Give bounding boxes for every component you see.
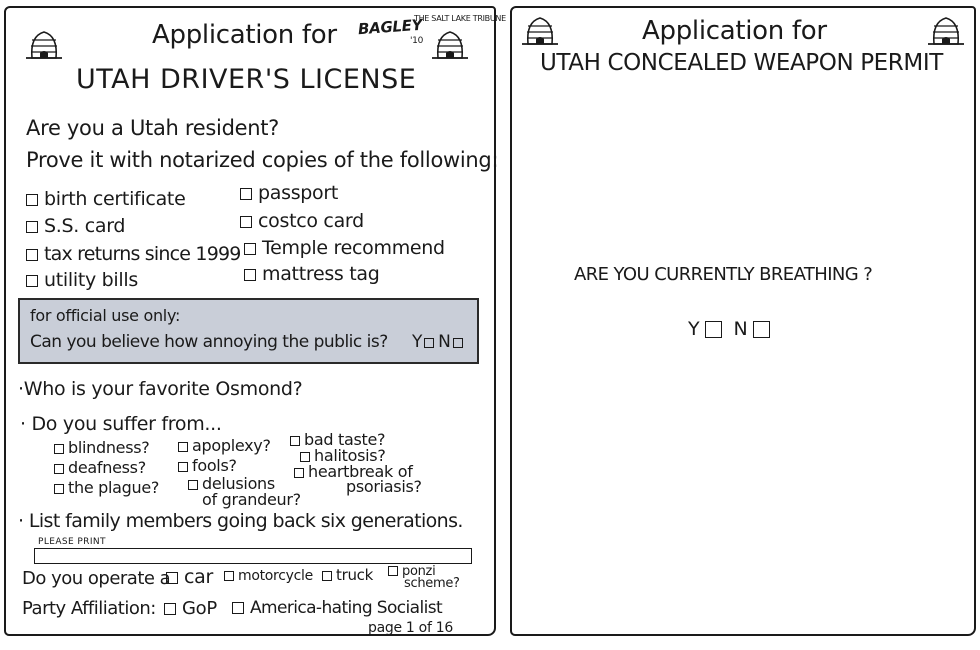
beehive-icon: [430, 28, 470, 62]
ailment-apoplexy[interactable]: apoplexy?: [178, 436, 271, 455]
please-print-label: PLEASE PRINT: [38, 537, 106, 547]
checkbox-yes[interactable]: [705, 321, 723, 338]
checkbox[interactable]: [300, 452, 310, 462]
checkbox[interactable]: [244, 269, 256, 281]
checkbox[interactable]: [388, 566, 398, 576]
form-subtitle: UTAH DRIVER'S LICENSE: [76, 64, 417, 95]
doc-costco-card[interactable]: costco card: [240, 210, 364, 232]
ailment-heartbreak[interactable]: heartbreak of: [294, 462, 413, 481]
question-family: · List family members going back six gen…: [18, 510, 463, 532]
checkbox[interactable]: [294, 468, 304, 478]
checkbox[interactable]: [188, 480, 198, 490]
official-question: Can you believe how annoying the public …: [30, 332, 388, 352]
ailment-delusions-line2: of grandeur?: [202, 490, 301, 509]
party-label: Party Affiliation:: [22, 598, 156, 619]
doc-birth-certificate[interactable]: birth certificate: [26, 188, 186, 210]
ailment-plague[interactable]: the plague?: [54, 478, 159, 497]
checkbox[interactable]: [26, 194, 38, 206]
checkbox[interactable]: [178, 462, 188, 472]
checkbox[interactable]: [26, 275, 38, 287]
question-resident: Are you a Utah resident?: [26, 116, 280, 140]
vehicle-truck[interactable]: truck: [322, 566, 373, 584]
question-operate: Do you operate a: [22, 568, 171, 589]
artist-signature: BAGLEY: [357, 15, 423, 39]
question-osmond: ·Who is your favorite Osmond?: [18, 378, 303, 400]
breathing-answer: Y N: [688, 318, 771, 340]
checkbox[interactable]: [54, 484, 64, 494]
checkbox[interactable]: [240, 216, 252, 228]
beehive-icon: [926, 14, 966, 48]
checkbox[interactable]: [166, 572, 178, 584]
vehicle-ponzi[interactable]: ponzi: [388, 564, 436, 579]
doc-ss-card[interactable]: S.S. card: [26, 215, 125, 237]
checkbox[interactable]: [232, 602, 244, 614]
ailment-blindness[interactable]: blindness?: [54, 438, 150, 457]
doc-passport[interactable]: passport: [240, 182, 338, 204]
checkbox[interactable]: [240, 188, 252, 200]
checkbox[interactable]: [178, 442, 188, 452]
signature-year: '10: [410, 36, 424, 46]
form-title: Application for: [642, 16, 827, 46]
vehicle-ponzi-line2: scheme?: [404, 576, 460, 591]
beehive-icon: [24, 28, 64, 62]
ailment-heartbreak-line2: psoriasis?: [346, 477, 422, 496]
doc-temple-recommend[interactable]: Temple recommend: [244, 237, 445, 259]
checkbox[interactable]: [54, 444, 64, 454]
question-prove: Prove it with notarized copies of the fo…: [26, 148, 499, 172]
vehicle-motorcycle[interactable]: motorcycle: [224, 568, 313, 584]
ailment-halitosis[interactable]: halitosis?: [300, 446, 386, 465]
checkbox[interactable]: [290, 436, 300, 446]
ailment-bad-taste[interactable]: bad taste?: [290, 430, 386, 449]
doc-tax-returns[interactable]: tax returns since 1999: [26, 243, 241, 265]
question-breathing: ARE YOU CURRENTLY BREATHING ?: [574, 264, 873, 285]
checkbox[interactable]: [54, 464, 64, 474]
checkbox[interactable]: [26, 221, 38, 233]
checkbox-no[interactable]: [452, 338, 463, 348]
checkbox-no[interactable]: [753, 321, 771, 338]
official-heading: for official use only:: [30, 306, 181, 325]
checkbox-yes[interactable]: [424, 338, 435, 348]
checkbox[interactable]: [224, 571, 234, 581]
ailment-delusions[interactable]: delusions: [188, 474, 275, 493]
form-subtitle: UTAH CONCEALED WEAPON PERMIT: [540, 50, 943, 76]
doc-utility-bills[interactable]: utility bills: [26, 269, 138, 291]
family-members-input[interactable]: [34, 548, 472, 564]
party-socialist[interactable]: America-hating Socialist: [232, 598, 443, 618]
doc-mattress-tag[interactable]: mattress tag: [244, 263, 380, 285]
party-gop[interactable]: GoP: [164, 598, 217, 619]
vehicle-car[interactable]: car: [166, 566, 213, 588]
beehive-icon: [520, 14, 560, 48]
checkbox[interactable]: [244, 243, 256, 255]
page-indicator: page 1 of 16: [368, 620, 453, 636]
ailment-fools[interactable]: fools?: [178, 456, 237, 475]
checkbox[interactable]: [26, 249, 38, 261]
checkbox[interactable]: [322, 571, 332, 581]
form-title: Application for: [152, 20, 337, 50]
publisher-credit: THE SALT LAKE TRIBUNE: [414, 14, 506, 23]
drivers-license-form-panel: Application for BAGLEY '10 THE SALT LAKE…: [4, 6, 506, 636]
concealed-weapon-form-panel: Application for UTAH CONCEALED WEAPON PE…: [510, 6, 976, 636]
question-suffer: · Do you suffer from...: [20, 413, 222, 435]
ailment-deafness[interactable]: deafness?: [54, 458, 146, 477]
checkbox[interactable]: [164, 603, 176, 615]
official-use-box: for official use only: Can you believe h…: [18, 298, 479, 364]
